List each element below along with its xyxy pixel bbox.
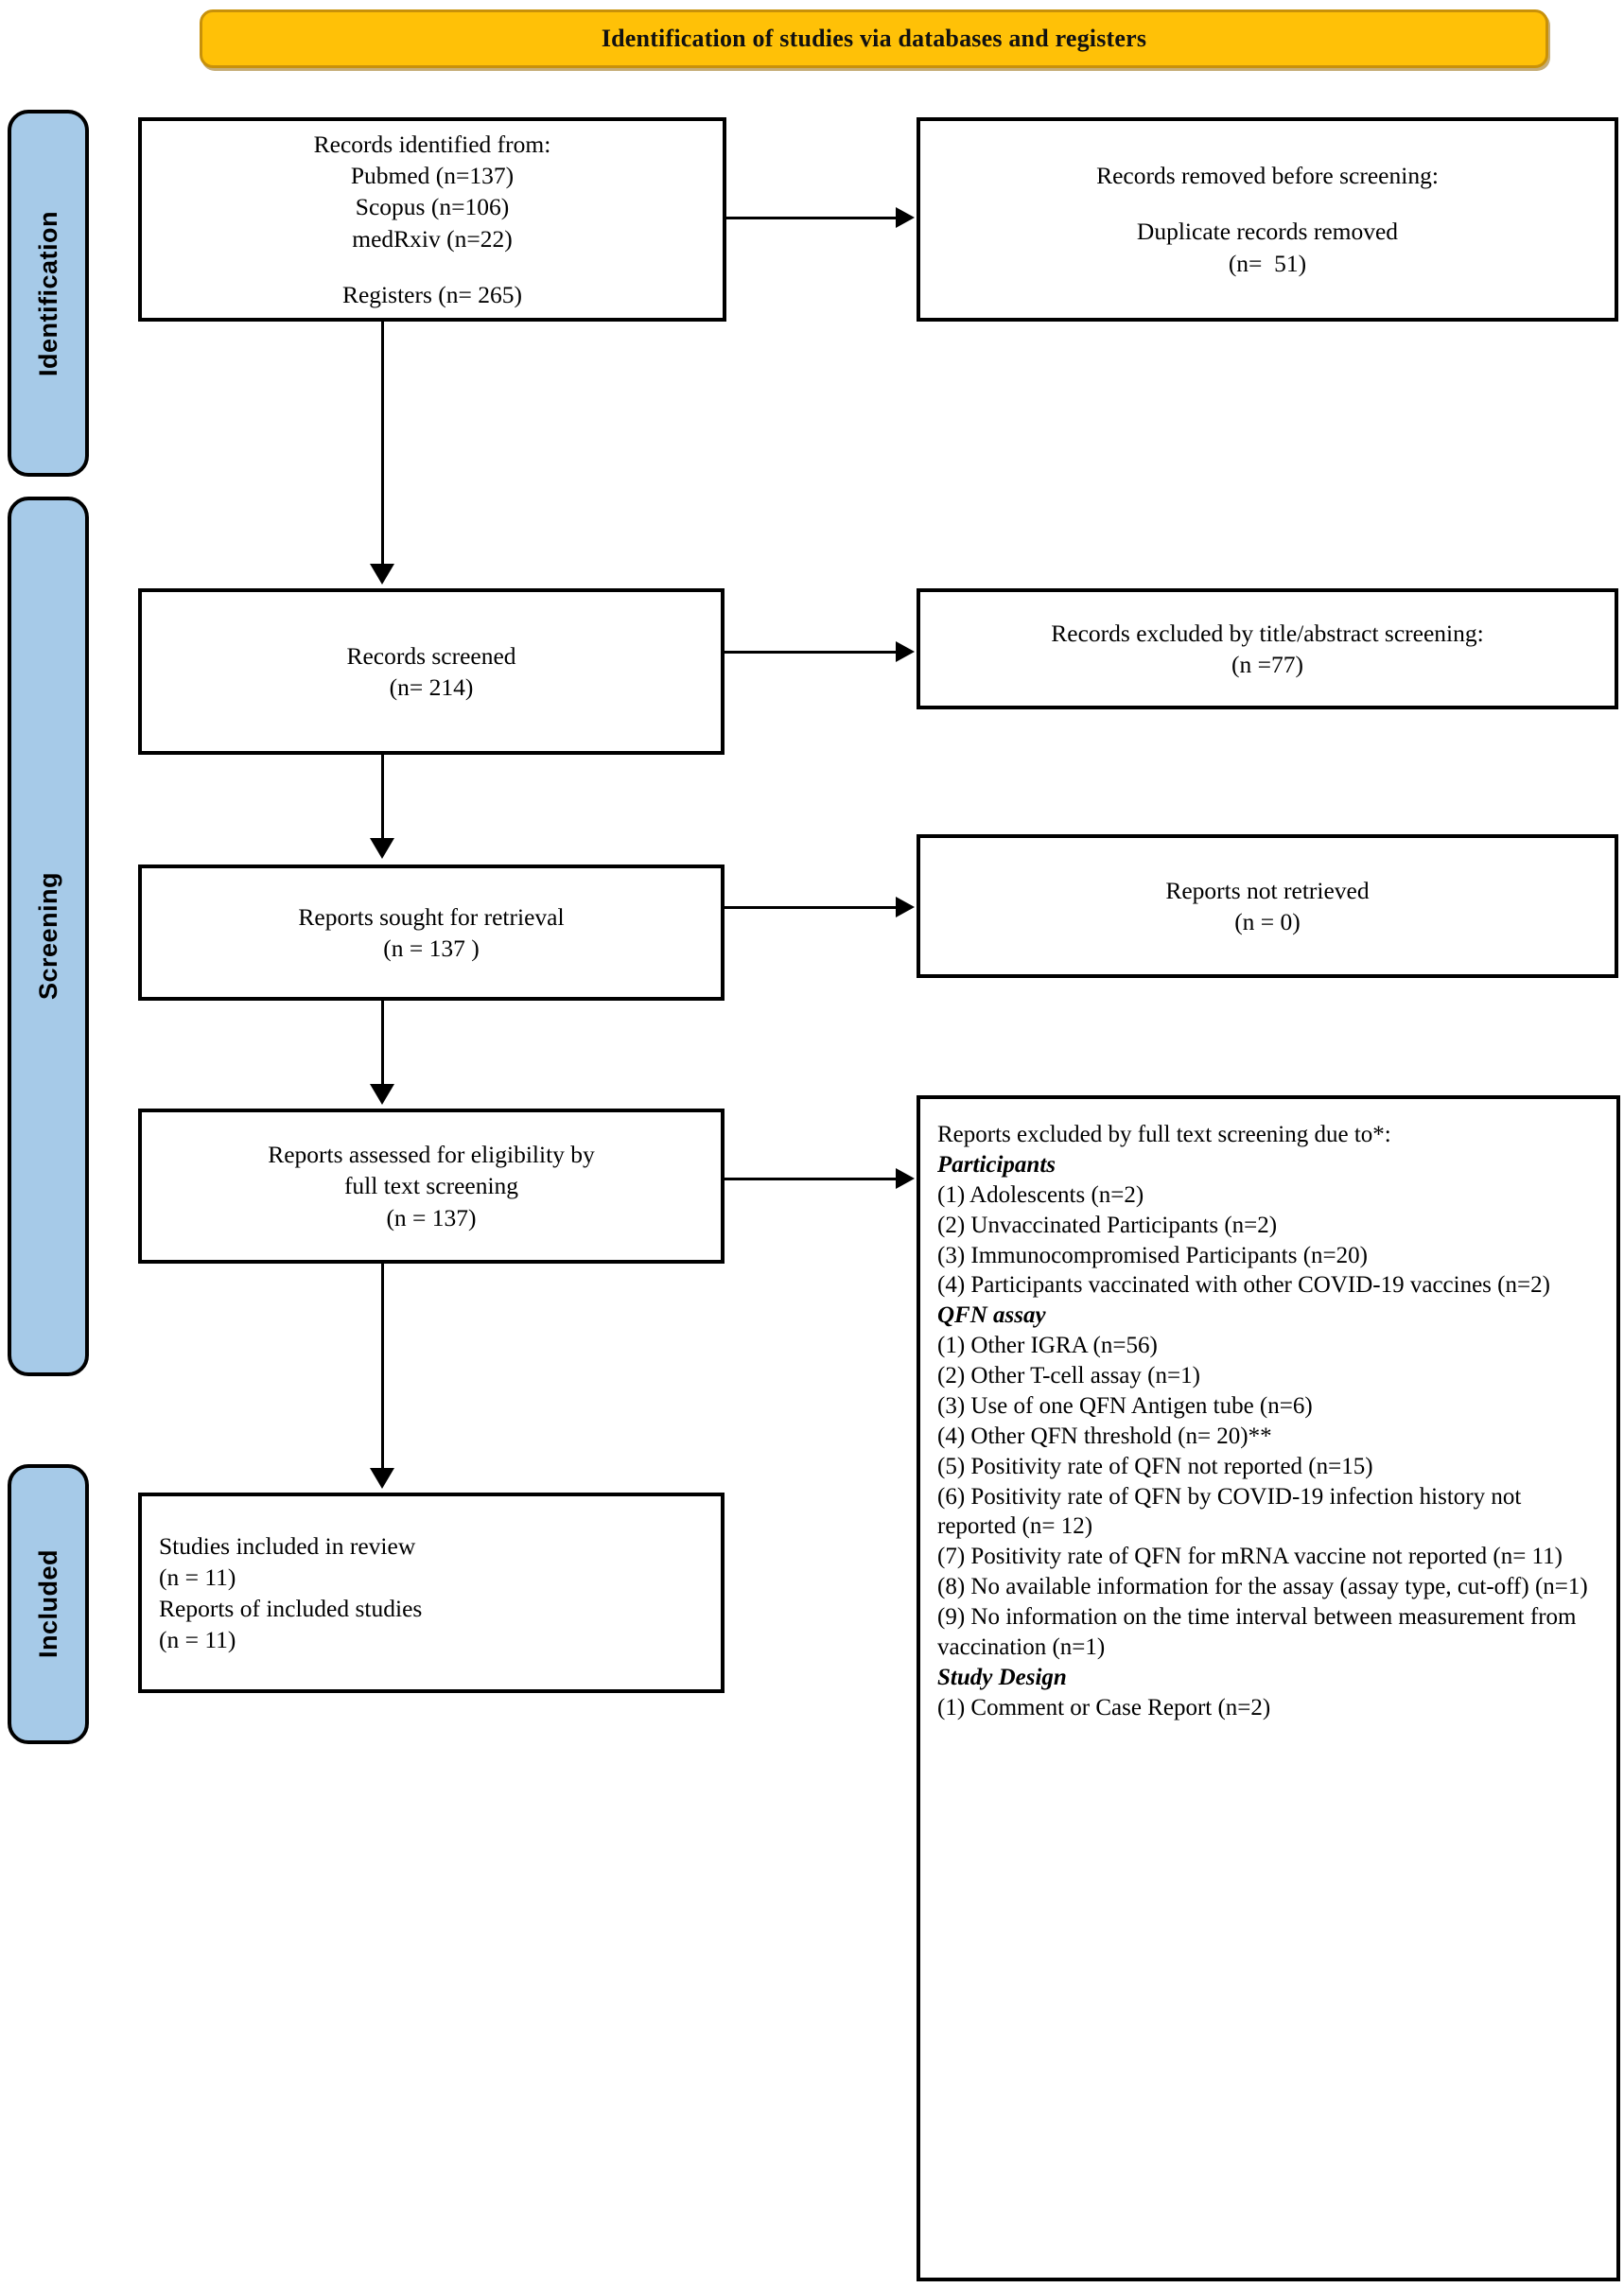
reports-excluded-fulltext-box: Reports excluded by full text screening … bbox=[917, 1095, 1620, 2281]
records-removed-line-2: Duplicate records removed bbox=[1136, 218, 1399, 246]
reports-sought-count: (n = 137 ) bbox=[383, 934, 480, 962]
reports-included-count: (n = 11) bbox=[159, 1626, 236, 1654]
connector-sought-to-assessed bbox=[381, 1001, 384, 1086]
records-identified-line-2: Pubmed (n=137) bbox=[350, 162, 515, 190]
fulltext-excluded-item: (3) Use of one QFN Antigen tube (n=6) bbox=[937, 1392, 1313, 1419]
connector-identified-to-removed bbox=[726, 217, 898, 219]
records-removed-line-1: Records removed before screening: bbox=[1096, 162, 1439, 190]
reports-sought-box: Reports sought for retrieval (n = 137 ) bbox=[138, 865, 725, 1001]
arrow-down-icon bbox=[370, 838, 394, 859]
fulltext-excluded-group-title-qfn-assay: QFN assay bbox=[937, 1302, 1046, 1329]
records-screened-label: Records screened bbox=[346, 641, 516, 670]
records-excluded-title-abstract-box: Records excluded by title/abstract scree… bbox=[917, 588, 1618, 709]
records-removed-count: (n= 51) bbox=[1228, 249, 1307, 277]
reports-assessed-line-2: full text screening bbox=[343, 1172, 519, 1200]
connector-screened-to-sought bbox=[381, 755, 384, 840]
connector-assessed-to-included bbox=[381, 1264, 384, 1470]
records-identified-line-4: medRxiv (n=22) bbox=[352, 224, 513, 253]
arrow-right-icon bbox=[896, 1168, 915, 1189]
records-excluded-ta-count: (n =77) bbox=[1231, 651, 1303, 678]
stage-label-screening: Screening bbox=[8, 497, 89, 1376]
studies-included-count: (n = 11) bbox=[159, 1563, 236, 1591]
fulltext-excluded-item: (1) Other IGRA (n=56) bbox=[937, 1333, 1158, 1359]
fulltext-excluded-item: (4) Participants vaccinated with other C… bbox=[937, 1272, 1550, 1299]
fulltext-excluded-item: (8) No available information for the ass… bbox=[937, 1574, 1588, 1600]
records-identified-spacer bbox=[159, 254, 706, 279]
fulltext-excluded-group-title-participants: Participants bbox=[937, 1151, 1056, 1178]
fulltext-excluded-item: (4) Other QFN threshold (n= 20)** bbox=[937, 1423, 1272, 1449]
fulltext-excluded-item: (5) Positivity rate of QFN not reported … bbox=[937, 1453, 1373, 1479]
reports-sought-label: Reports sought for retrieval bbox=[298, 902, 565, 931]
records-identified-box: Records identified from: Pubmed (n=137) … bbox=[138, 117, 726, 322]
banner-title: Identification of studies via databases … bbox=[601, 25, 1147, 52]
stage-label-identification: Identification bbox=[8, 110, 89, 477]
fulltext-excluded-item: (2) Unvaccinated Participants (n=2) bbox=[937, 1212, 1278, 1238]
reports-included-label: Reports of included studies bbox=[159, 1595, 423, 1622]
fulltext-excluded-heading: Reports excluded by full text screening … bbox=[937, 1122, 1391, 1147]
records-screened-count: (n= 214) bbox=[389, 673, 474, 701]
fulltext-excluded-item: (2) Other T-cell assay (n=1) bbox=[937, 1363, 1200, 1389]
reports-not-retrieved-count: (n = 0) bbox=[1234, 908, 1301, 935]
arrow-down-icon bbox=[370, 564, 394, 585]
fulltext-excluded-item: (1) Comment or Case Report (n=2) bbox=[937, 1694, 1271, 1720]
arrow-down-icon bbox=[370, 1468, 394, 1489]
fulltext-excluded-item: (9) No information on the time interval … bbox=[937, 1604, 1582, 1660]
records-removed-spacer bbox=[937, 191, 1598, 216]
stage-label-identification-text: Identification bbox=[33, 210, 62, 376]
connector-assessed-to-fulltext-excluded bbox=[725, 1178, 898, 1180]
records-removed-box: Records removed before screening: Duplic… bbox=[917, 117, 1618, 322]
stage-label-included-text: Included bbox=[33, 1549, 62, 1659]
fulltext-excluded-item: (3) Immunocompromised Participants (n=20… bbox=[937, 1242, 1368, 1268]
records-identified-line-3: Scopus (n=106) bbox=[355, 193, 510, 221]
records-excluded-ta-label: Records excluded by title/abstract scree… bbox=[1051, 619, 1484, 647]
fulltext-excluded-item: (7) Positivity rate of QFN for mRNA vacc… bbox=[937, 1544, 1563, 1570]
arrow-right-icon bbox=[896, 897, 915, 917]
fulltext-excluded-group-title-study-design: Study Design bbox=[937, 1664, 1067, 1690]
stage-label-screening-text: Screening bbox=[33, 872, 62, 1001]
reports-assessed-line-1: Reports assessed for eligibility by bbox=[268, 1141, 595, 1169]
studies-included-box: Studies included in review (n = 11) Repo… bbox=[138, 1493, 725, 1693]
arrow-down-icon bbox=[370, 1084, 394, 1105]
reports-assessed-count: (n = 137) bbox=[386, 1203, 477, 1231]
reports-assessed-box: Reports assessed for eligibility by full… bbox=[138, 1109, 725, 1264]
records-identified-registers: Registers (n= 265) bbox=[341, 280, 523, 308]
connector-sought-to-not-retrieved bbox=[725, 906, 898, 909]
fulltext-excluded-item: (1) Adolescents (n=2) bbox=[937, 1181, 1144, 1208]
arrow-right-icon bbox=[896, 207, 915, 228]
studies-included-label: Studies included in review bbox=[159, 1531, 416, 1560]
connector-screened-to-excluded bbox=[725, 651, 898, 654]
records-identified-line-1: Records identified from: bbox=[313, 131, 551, 159]
reports-not-retrieved-label: Reports not retrieved bbox=[1165, 876, 1370, 904]
connector-identified-to-screened bbox=[381, 322, 384, 566]
stage-label-included: Included bbox=[8, 1464, 89, 1744]
fulltext-excluded-item: (6) Positivity rate of QFN by COVID-19 i… bbox=[937, 1483, 1528, 1540]
arrow-right-icon bbox=[896, 641, 915, 662]
reports-not-retrieved-box: Reports not retrieved (n = 0) bbox=[917, 834, 1618, 978]
diagram-banner: Identification of studies via databases … bbox=[200, 9, 1548, 68]
records-screened-box: Records screened (n= 214) bbox=[138, 588, 725, 755]
